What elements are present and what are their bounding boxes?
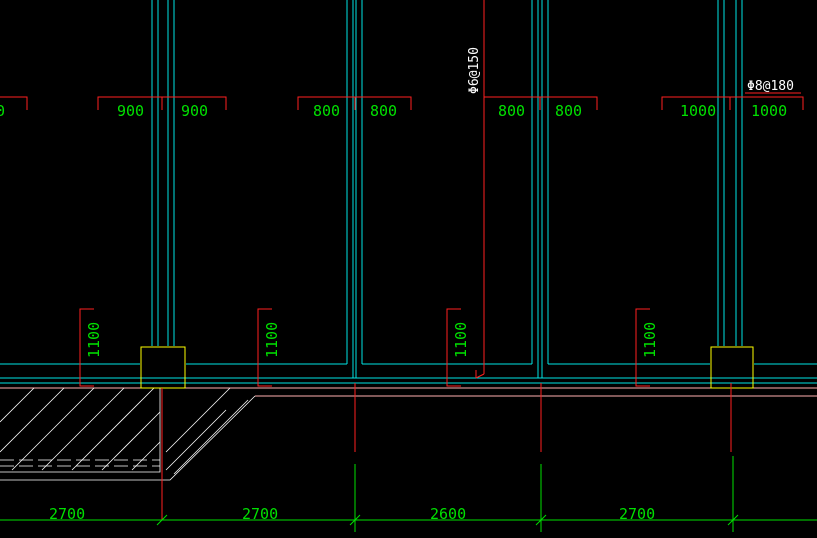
side-dimension-texts: 1100 1100 1100 1100 [85, 322, 659, 358]
side-dim-2: 1100 [452, 322, 470, 358]
hatch-area [0, 387, 256, 481]
top-dim-2: 900 [181, 102, 208, 120]
top-dim-5: 800 [498, 102, 525, 120]
rebar-label-horizontal: Φ8@180 [747, 79, 794, 94]
columns [140, 346, 754, 389]
top-dimension-texts: 0 900 900 800 800 800 800 1000 1000 [0, 102, 787, 120]
bottom-dimension-texts: 2700 2700 2600 2700 [49, 505, 655, 523]
top-dim-0: 0 [0, 102, 5, 120]
rebar-label-vertical: Φ6@150 [467, 47, 482, 94]
top-dim-8: 1000 [751, 102, 787, 120]
bottom-dim-2: 2600 [430, 505, 466, 523]
top-dim-7: 1000 [680, 102, 716, 120]
side-dim-1: 1100 [263, 322, 281, 358]
wall-lines [0, 0, 817, 384]
red-lines [0, 0, 804, 520]
bottom-dim-3: 2700 [619, 505, 655, 523]
bottom-dimension-line [0, 456, 817, 532]
column-right [710, 346, 754, 389]
top-dim-1: 900 [117, 102, 144, 120]
column-left [140, 346, 186, 389]
side-dim-0: 1100 [85, 322, 103, 358]
bottom-dim-1: 2700 [242, 505, 278, 523]
side-dim-3: 1100 [641, 322, 659, 358]
top-dim-6: 800 [555, 102, 582, 120]
bottom-dim-0: 2700 [49, 505, 85, 523]
top-dim-3: 800 [313, 102, 340, 120]
top-dim-4: 800 [370, 102, 397, 120]
slab-edge [0, 387, 817, 397]
